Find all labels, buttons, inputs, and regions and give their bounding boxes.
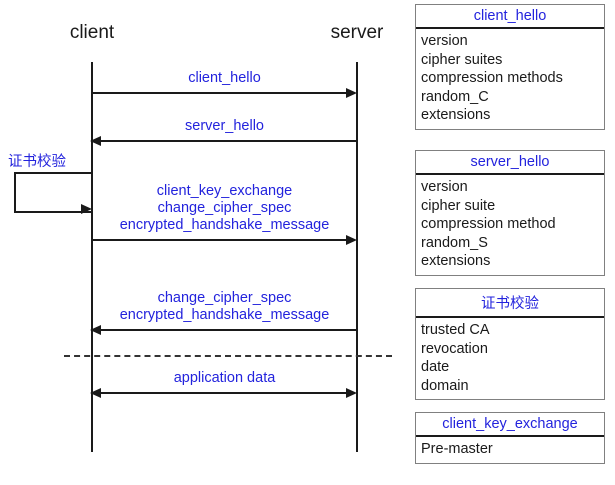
info-box-item: domain [421,377,469,394]
message-arrow-client-hello [92,92,348,94]
info-box-title-client-hello: client_hello [416,5,604,29]
info-box-item: date [421,359,450,375]
lifeline-server [356,62,358,452]
info-box-cert-verify: 证书校验 trusted CA revocation date domain [415,288,605,400]
arrow-head-right-icon [346,88,357,98]
message-label-encrypted-handshake-message-client: encrypted_handshake_message [119,217,330,233]
info-box-body-server-hello: version cipher suite compression method … [416,175,604,275]
info-box-item: version [421,33,468,49]
message-label-client-hello: client_hello [188,70,261,86]
arrow-head-left-icon [90,136,101,146]
info-box-item: compression methods [421,70,563,86]
info-box-title-server-hello: server_hello [416,151,604,175]
info-box-body-client-hello: version cipher suites compression method… [416,29,604,129]
actor-label-server: server [330,22,384,43]
message-label-change-cipher-spec-client: change_cipher_spec [157,200,292,216]
message-arrow-server-hello [100,140,357,142]
info-box-body-cert-verify: trusted CA revocation date domain [416,318,604,399]
message-label-client-key-exchange: client_key_exchange [156,183,293,199]
message-arrow-application-data [100,392,348,394]
message-label-change-cipher-spec-server: change_cipher_spec [157,290,292,306]
info-box-item: cipher suites [421,51,503,68]
info-box-item: revocation [421,340,488,357]
arrow-head-left-icon [90,388,101,398]
info-box-item: version [421,179,468,195]
arrow-head-left-icon [90,325,101,335]
info-box-item: trusted CA [421,322,490,338]
arrow-head-right-icon [346,235,357,245]
self-action-loop-cert-verify [14,172,92,213]
lifeline-client [91,62,93,452]
message-arrow-client-key-exchange [92,239,348,241]
info-box-title-client-key-exchange: client_key_exchange [416,413,604,437]
handshake-complete-separator [64,355,392,357]
info-box-item: extensions [421,253,491,269]
arrow-head-right-icon [346,388,357,398]
info-box-item: random_C [421,88,489,105]
self-action-label-cert-verify: 证书校验 [8,154,66,170]
arrow-head-right-icon [81,204,92,214]
info-box-item: compression method [421,216,556,232]
info-box-item: cipher suite [421,197,496,214]
info-box-body-client-key-exchange: Pre-master [416,437,604,463]
info-box-server-hello: server_hello version cipher suite compre… [415,150,605,276]
info-box-client-hello: client_hello version cipher suites compr… [415,4,605,130]
actor-label-client: client [69,22,115,43]
info-box-item: Pre-master [421,441,493,457]
info-box-title-cert-verify: 证书校验 [416,289,604,318]
info-box-item: random_S [421,234,488,251]
message-arrow-server-finish [100,329,357,331]
info-box-client-key-exchange: client_key_exchange Pre-master [415,412,605,464]
message-label-server-hello: server_hello [185,118,264,134]
message-label-encrypted-handshake-message-server: encrypted_handshake_message [119,307,330,323]
info-box-item: extensions [421,107,491,123]
message-label-application-data: application data [173,370,276,386]
